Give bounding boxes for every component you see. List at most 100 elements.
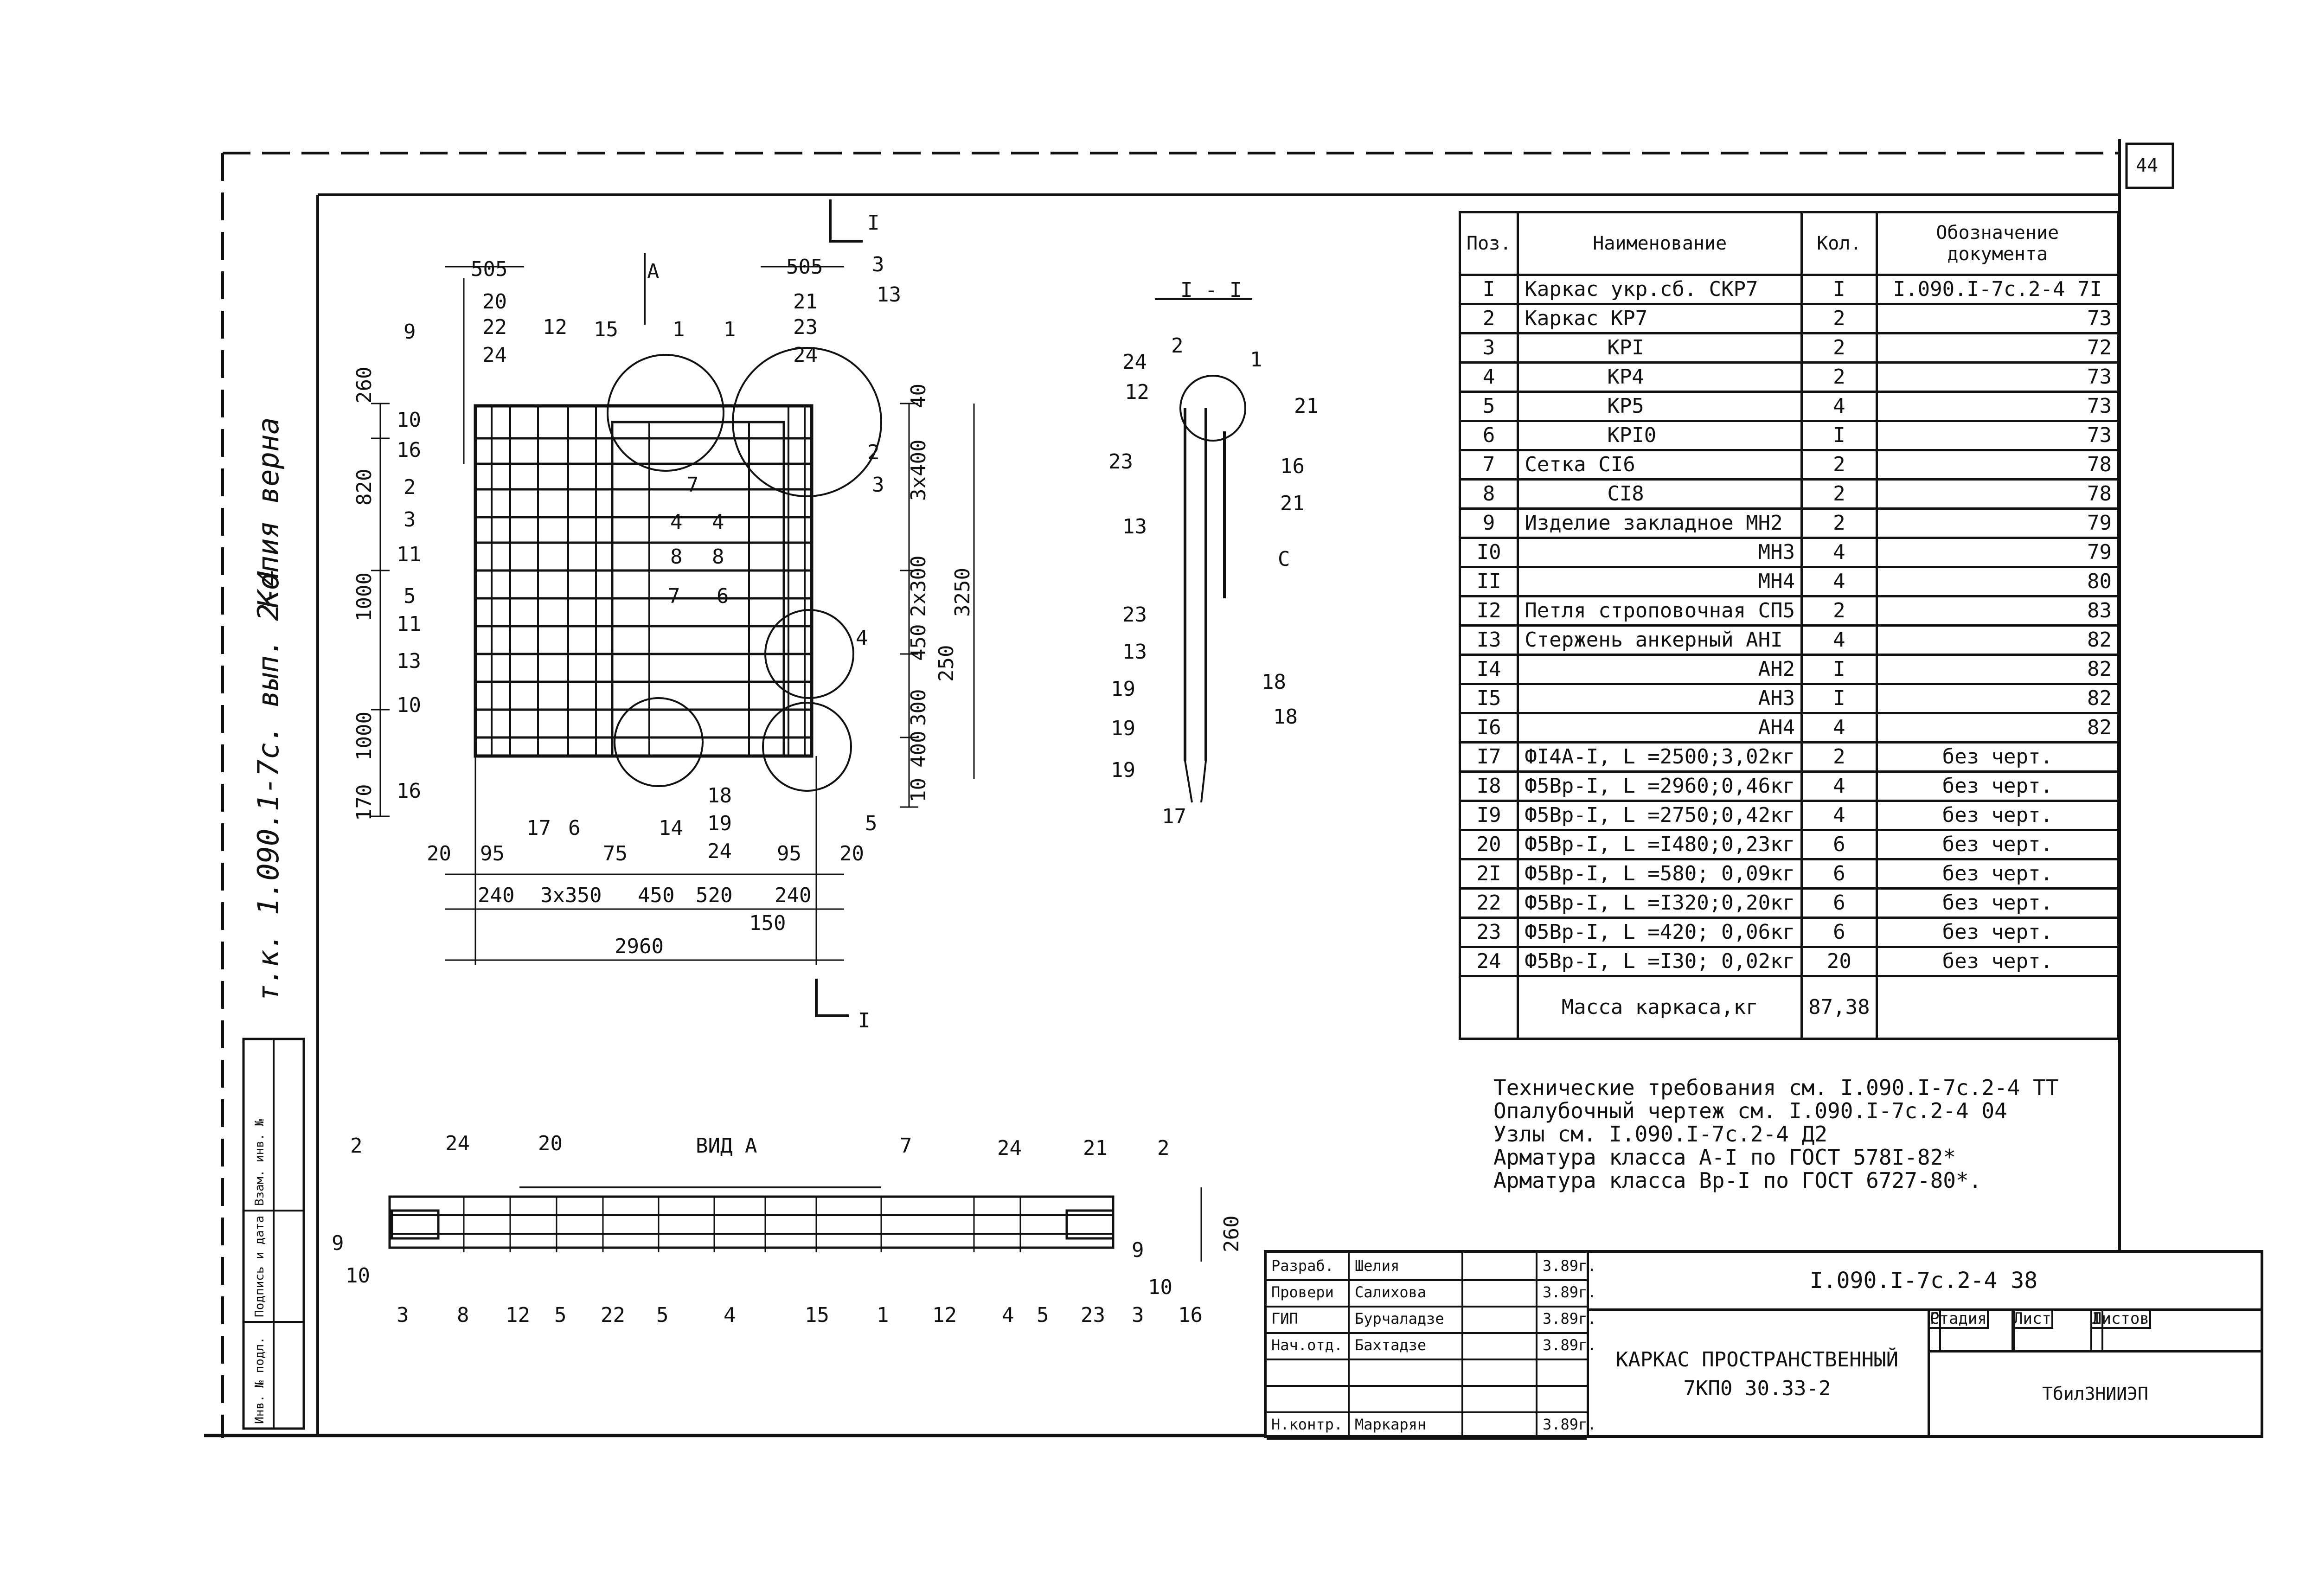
svg-text:9: 9 <box>1132 1238 1144 1262</box>
svg-text:2: 2 <box>350 1134 363 1158</box>
spec-doc: 78 <box>1875 478 2120 510</box>
spec-name: АН2 <box>1517 654 1803 685</box>
spec-name: МН4 <box>1517 566 1803 597</box>
svg-text:12: 12 <box>932 1303 957 1327</box>
doc-code: I.090.I-7с.2-4 38 <box>1587 1253 2261 1311</box>
side-handwriting: Копия верна т.к. 1.090.1-7с. вып. 2-4 <box>251 417 285 1002</box>
specification-table: Поз. Наименование Кол. Обозначение докум… <box>1458 211 2120 1040</box>
spec-name: КРI0 <box>1517 420 1803 451</box>
copy-note: Копия верна <box>251 417 285 608</box>
spec-doc: 80 <box>1875 566 2120 597</box>
header-doc: Обозначение документа <box>1875 211 2120 276</box>
signature-row <box>1267 1359 1587 1387</box>
signature-divider <box>1348 1253 1350 1435</box>
svg-text:1000: 1000 <box>352 572 376 622</box>
svg-text:21: 21 <box>1083 1136 1108 1160</box>
svg-text:12: 12 <box>506 1303 530 1327</box>
svg-text:19: 19 <box>1111 758 1135 782</box>
spec-pos: 2I <box>1458 858 1519 890</box>
svg-text:10: 10 <box>397 408 421 432</box>
spec-name: ФI4А-I, L =2500;3,02кг <box>1517 741 1803 773</box>
note-line: Опалубочный чертеж см. I.090.I-7с.2-4 04 <box>1493 1098 2007 1123</box>
spec-doc: без черт. <box>1875 741 2120 773</box>
spec-doc: без черт. <box>1875 887 2120 919</box>
svg-text:1: 1 <box>673 318 685 341</box>
dim-top-left: 505 <box>471 257 507 281</box>
svg-text:4: 4 <box>1002 1303 1014 1327</box>
svg-text:4: 4 <box>856 626 868 650</box>
svg-text:15: 15 <box>594 318 618 341</box>
spec-doc: без черт. <box>1875 858 2120 890</box>
svg-text:2: 2 <box>1171 334 1184 358</box>
spec-doc: без черт. <box>1875 946 2120 977</box>
svg-text:18: 18 <box>1273 705 1298 729</box>
plan-view <box>371 199 975 1017</box>
svg-text:450: 450 <box>638 884 674 907</box>
spec-pos: 5 <box>1458 391 1519 422</box>
mass-value: 87,38 <box>1800 975 1878 1040</box>
spec-qty: 2 <box>1800 303 1878 334</box>
spec-name: Ф5Вр-I, L =I480;0,23кг <box>1517 829 1803 860</box>
svg-text:3x350: 3x350 <box>540 884 602 907</box>
signature-date: 3.89г. <box>1543 1310 1596 1327</box>
mass-label: Масса каркаса,кг <box>1517 975 1803 1040</box>
svg-text:6: 6 <box>568 816 581 840</box>
svg-text:5: 5 <box>554 1303 567 1327</box>
spec-name: КРI <box>1517 332 1803 364</box>
spec-doc: 79 <box>1875 507 2120 539</box>
svg-text:16: 16 <box>1280 455 1305 478</box>
spec-qty: 6 <box>1800 858 1878 890</box>
section-labels: I - I 24 2 1 12 21 23 16 21 13 С 23 13 1… <box>1108 278 1319 828</box>
svg-text:3: 3 <box>872 473 884 497</box>
svg-text:24: 24 <box>707 840 732 863</box>
svg-text:4: 4 <box>670 510 683 534</box>
spec-qty: 4 <box>1800 712 1878 744</box>
spec-doc: I.090.I-7с.2-4 7I <box>1875 274 2120 305</box>
spec-doc: 72 <box>1875 332 2120 364</box>
section-mark-bottom: I <box>858 1009 871 1032</box>
svg-text:Подпись и дата: Подпись и дата <box>253 1216 267 1317</box>
spec-pos: 24 <box>1458 946 1519 977</box>
svg-text:3x400: 3x400 <box>907 440 930 501</box>
signature-divider <box>1461 1253 1463 1435</box>
svg-text:8: 8 <box>457 1303 469 1327</box>
spec-pos: I2 <box>1458 595 1519 627</box>
svg-text:260: 260 <box>352 367 376 404</box>
svg-text:10: 10 <box>397 693 421 717</box>
svg-text:19: 19 <box>1111 717 1135 740</box>
svg-text:23: 23 <box>1122 603 1147 627</box>
svg-text:23: 23 <box>1108 450 1133 474</box>
svg-text:21: 21 <box>793 290 818 314</box>
spec-doc: 82 <box>1875 624 2120 656</box>
section-title: I - I <box>1180 278 1242 302</box>
svg-text:9: 9 <box>404 320 416 344</box>
spec-doc: 78 <box>1875 449 2120 481</box>
note-line: Технические требования см. I.090.I-7с.2-… <box>1493 1075 2059 1100</box>
svg-text:24: 24 <box>445 1132 470 1155</box>
svg-text:240: 240 <box>478 884 514 907</box>
spec-name: АН4 <box>1517 712 1803 744</box>
spec-qty: I <box>1800 654 1878 685</box>
spec-header-row: Поз. Наименование Кол. Обозначение докум… <box>1458 211 2120 276</box>
svg-text:1: 1 <box>1250 348 1262 372</box>
spec-pos: I8 <box>1458 770 1519 802</box>
spec-name: Каркас укр.сб. СКР7 <box>1517 274 1803 305</box>
svg-text:18: 18 <box>1262 670 1286 694</box>
spec-name: Сетка СI6 <box>1517 449 1803 481</box>
dim-total-height: 3250 <box>951 568 974 617</box>
svg-text:1000: 1000 <box>352 711 376 761</box>
spec-qty: I <box>1800 420 1878 451</box>
svg-text:260: 260 <box>1220 1216 1243 1252</box>
